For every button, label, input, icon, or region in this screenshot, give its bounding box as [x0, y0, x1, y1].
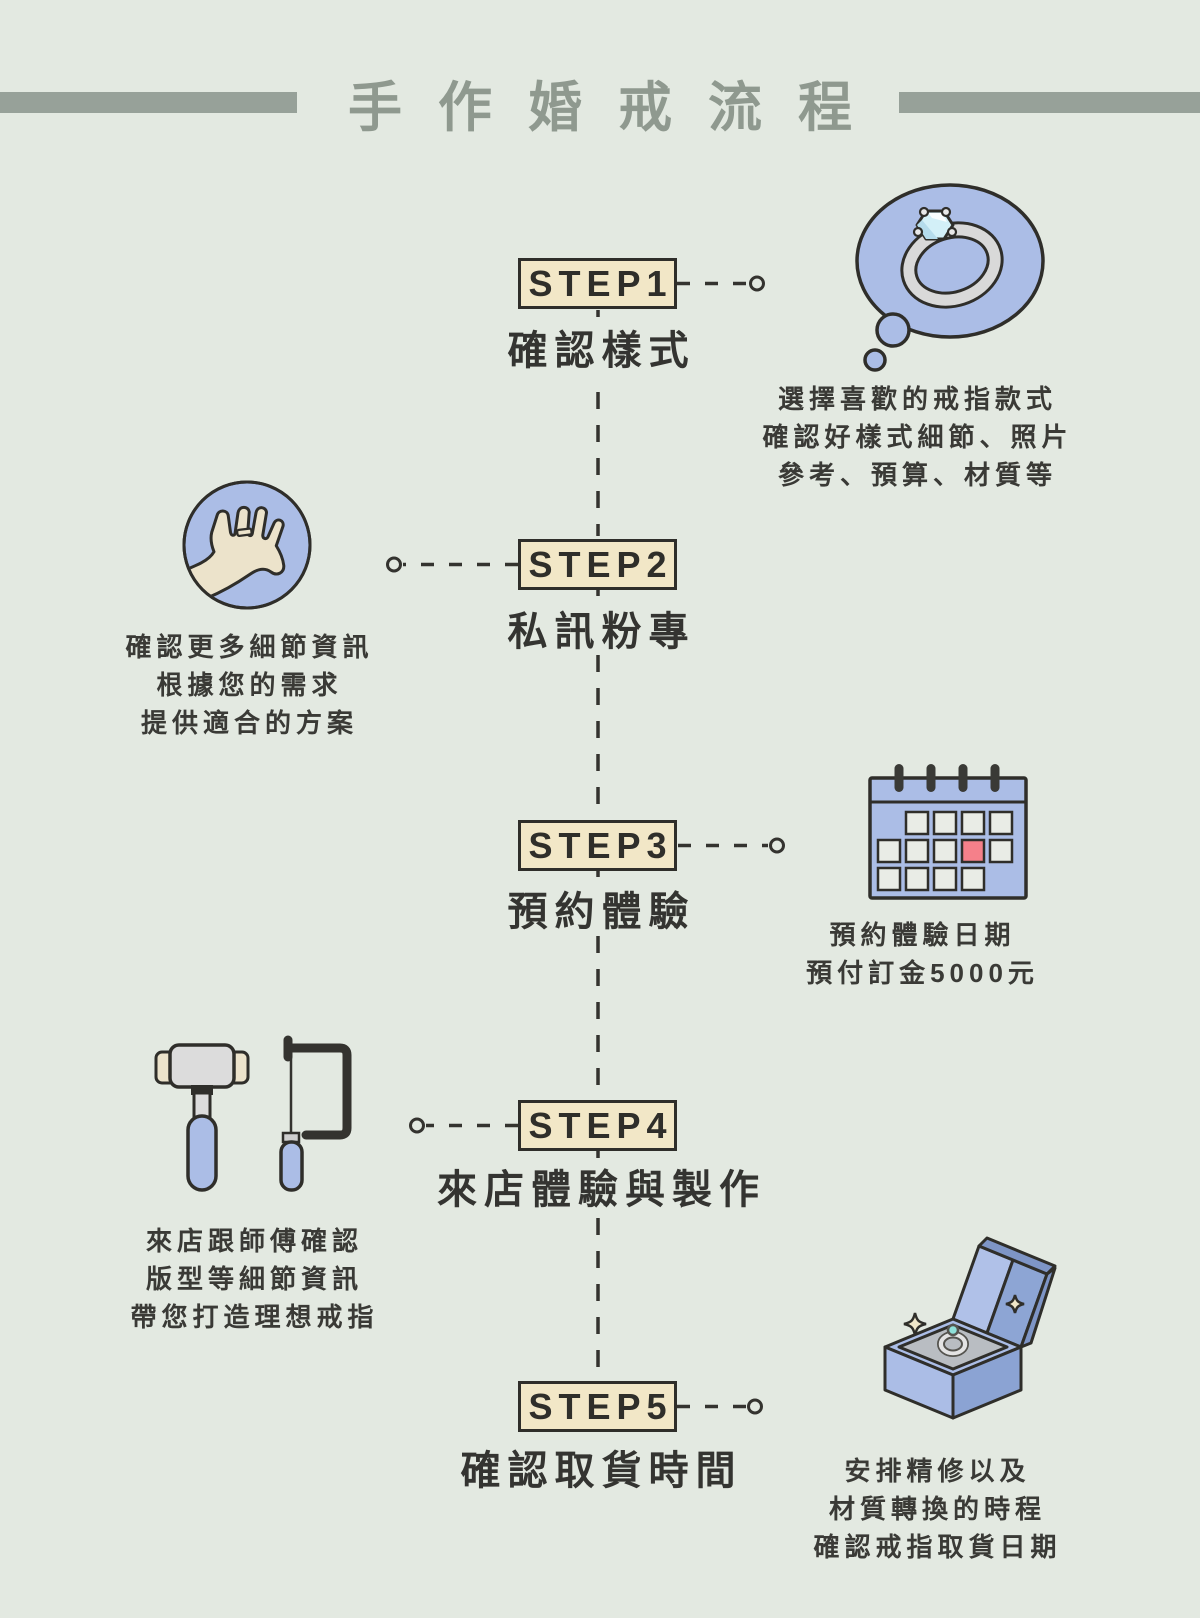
desc-line: 帶您打造理想戒指	[130, 1302, 379, 1332]
step1-label: 確認樣式	[507, 329, 696, 373]
desc-line: 預約體驗日期	[829, 920, 1016, 950]
step2-label: 私訊粉專	[507, 610, 696, 654]
ring-box-front-right	[951, 1345, 1023, 1420]
step4-description: 來店跟師傅確認 版型等細節資訊 帶您打造理想戒指	[130, 1222, 373, 1336]
step3-description: 預約體驗日期 預付訂金5000元	[806, 916, 1034, 992]
step1-badge: STEP1	[518, 258, 677, 309]
calendar-icon	[868, 764, 1028, 900]
calendar-cells	[876, 810, 1014, 892]
desc-line: 提供適合的方案	[140, 708, 359, 738]
desc-line: 版型等細節資訊	[145, 1264, 364, 1294]
desc-line: 根據您的需求	[156, 670, 343, 700]
step5-description: 安排精修以及 材質轉換的時程 確認戒指取貨日期	[813, 1452, 1056, 1566]
title-right-bar	[899, 92, 1200, 113]
step2-description: 確認更多細節資訊 根據您的需求 提供適合的方案	[125, 628, 368, 742]
desc-line: 安排精修以及	[844, 1456, 1031, 1486]
ring-box-icon	[883, 1236, 1057, 1420]
step5-label: 確認取貨時間	[460, 1449, 743, 1493]
ring-box-cushion	[897, 1323, 1009, 1371]
boxed-ring	[937, 1323, 969, 1357]
desc-line: 預付訂金5000元	[806, 958, 1039, 988]
desc-line: 確認更多細節資訊	[125, 632, 374, 662]
ring-box-lid-top-edge	[977, 1236, 1057, 1276]
calendar-rings	[894, 764, 1000, 792]
ring-gem	[912, 206, 958, 241]
page-title: 手作婚戒流程	[348, 78, 888, 138]
step4-badge: STEP4	[518, 1100, 677, 1151]
calendar-highlight-cell	[960, 838, 986, 864]
desc-line: 材質轉換的時程	[828, 1494, 1047, 1524]
step5-badge: STEP5	[518, 1381, 677, 1432]
jewelers-saw-icon	[279, 1035, 352, 1192]
hand-ring	[236, 527, 253, 537]
hand-with-ring-icon	[182, 480, 312, 610]
step3-badge: STEP3	[518, 820, 677, 871]
step1-description: 選擇喜歡的戒指款式 確認好樣式細節、照片 參考、預算、材質等	[762, 380, 1067, 494]
step4-label: 來店體驗與製作	[437, 1168, 766, 1212]
ring-thought-bubble-icon	[855, 183, 1045, 372]
desc-line: 選擇喜歡的戒指款式	[777, 384, 1058, 414]
desc-line: 來店跟師傅確認	[145, 1226, 364, 1256]
desc-line: 確認好樣式細節、照片	[762, 422, 1073, 452]
hammer-and-saw-icon	[154, 1035, 352, 1192]
title-left-bar	[0, 92, 297, 113]
desc-line: 確認戒指取貨日期	[813, 1532, 1062, 1562]
sparkle-icon	[903, 1312, 927, 1336]
step3-label: 預約體驗	[507, 890, 696, 934]
desc-line: 參考、預算、材質等	[777, 460, 1058, 490]
step2-badge: STEP2	[518, 539, 677, 590]
ring-box-lid-side-edge	[1019, 1266, 1057, 1349]
sparkle-icon	[1005, 1294, 1025, 1314]
hammer-icon	[154, 1043, 250, 1192]
